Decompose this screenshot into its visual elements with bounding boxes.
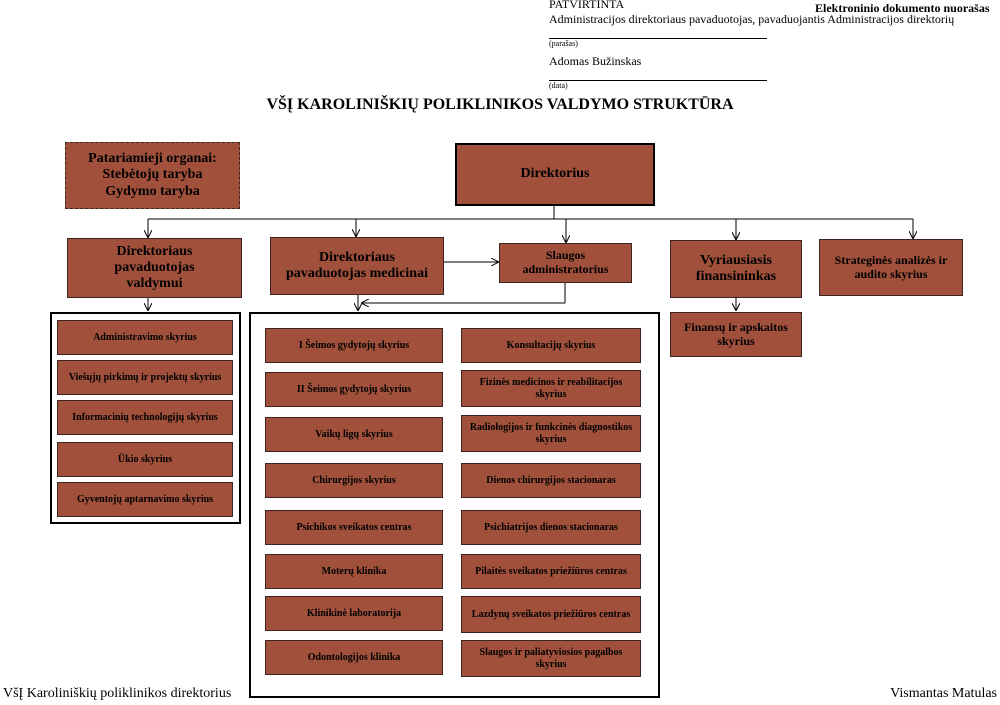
medical-department-label: Radiologijos ir funkcinės diagnostikos s… [469, 422, 633, 445]
medical-department-item: Dienos chirurgijos stacionaras [461, 463, 641, 498]
management-department-item: Ūkio skyrius [57, 442, 233, 477]
medical-department-label: Fizinės medicinos ir reabilitacijos skyr… [479, 377, 623, 400]
date-line [549, 80, 767, 81]
management-department-label: Gyventojų aptarnavimo skyrius [76, 493, 214, 505]
footer-signatory-name: Vismantas Matulas [890, 686, 997, 701]
medical-department-label: Lazdynų sveikatos priežiūros centras [471, 608, 631, 620]
medical-department-item: Pilaitės sveikatos priežiūros centras [461, 554, 641, 589]
deputy-medicine-box: Direktoriaus pavaduotojas medicinai [270, 237, 444, 295]
management-department-label: Administravimo skyrius [93, 331, 197, 343]
medical-department-label: Odontologijos klinika [307, 651, 401, 663]
deputy-management-box: Direktoriaus pavaduotojas valdymui [67, 238, 242, 298]
management-department-item: Viešųjų pirkimų ir projektų skyrius [57, 360, 233, 395]
advisory-medical-council: Gydymo taryba [105, 183, 200, 199]
finance-accounting-box: Finansų ir apskaitos skyrius [670, 312, 802, 357]
medical-department-label: I Šeimos gydytojų skyrius [298, 339, 410, 351]
deputy-management-label: Direktoriaus pavaduotojas valdymui [114, 243, 195, 292]
page-title: VŠĮ KAROLINIŠKIŲ POLIKLINIKOS VALDYMO ST… [266, 96, 734, 113]
medical-department-item: II Šeimos gydytojų skyrius [265, 372, 443, 407]
management-department-item: Informacinių technologijų skyrius [57, 400, 233, 435]
deputy-medicine-label: Direktoriaus pavaduotojas medicinai [286, 249, 428, 281]
approver-name: Adomas Bužinskas [549, 54, 642, 68]
chief-financier-box: Vyriausiasis finansininkas [670, 240, 802, 298]
medical-department-label: Dienos chirurgijos stacionaras [486, 474, 616, 486]
strategic-audit-box: Strateginės analizės ir audito skyrius [819, 239, 963, 296]
management-department-label: Informacinių technologijų skyrius [72, 411, 218, 423]
medical-department-item: Odontologijos klinika [265, 640, 443, 675]
date-caption: (data) [549, 81, 568, 90]
medical-department-label: Psichikos sveikatos centras [296, 521, 412, 533]
footer-signatory-title: VšĮ Karoliniškių poliklinikos direktoriu… [3, 686, 232, 701]
strategic-audit-label: Strateginės analizės ir audito skyrius [834, 252, 948, 281]
medical-department-label: Konsultacijų skyrius [506, 339, 596, 351]
medical-department-item: Lazdynų sveikatos priežiūros centras [461, 596, 641, 633]
advisory-title: Patariamieji organai: [88, 151, 217, 167]
medical-department-item: Psichiatrijos dienos stacionaras [461, 510, 641, 545]
medical-department-item: I Šeimos gydytojų skyrius [265, 328, 443, 363]
approved-label: PATVIRTINTA [549, 0, 625, 11]
medical-department-label: II Šeimos gydytojų skyrius [296, 383, 412, 395]
medical-department-item: Moterų klinika [265, 554, 443, 589]
management-department-item: Administravimo skyrius [57, 320, 233, 355]
signature-caption: (parašas) [549, 39, 578, 48]
management-department-label: Ūkio skyrius [117, 453, 173, 465]
medical-department-item: Konsultacijų skyrius [461, 328, 641, 363]
chief-financier-label: Vyriausiasis finansininkas [695, 252, 777, 284]
e-signature-note: Elektroninio dokumento nuorašas [815, 1, 990, 15]
director-box: Direktorius [455, 143, 655, 206]
finance-accounting-label: Finansų ir apskaitos skyrius [684, 319, 788, 348]
medical-department-label: Chirurgijos skyrius [312, 474, 396, 486]
medical-department-item: Klinikinė laboratorija [265, 596, 443, 631]
medical-department-item: Psichikos sveikatos centras [265, 510, 443, 545]
medical-department-item: Chirurgijos skyrius [265, 463, 443, 498]
medical-department-item: Slaugos ir paliatyviosios pagalbos skyri… [461, 640, 641, 677]
advisory-bodies-box: Patariamieji organai: Stebėtojų taryba G… [65, 142, 240, 209]
nursing-admin-label: Slaugos administratorius [522, 248, 609, 276]
medical-department-label: Moterų klinika [321, 565, 387, 577]
signature-line [549, 38, 767, 39]
medical-department-item: Radiologijos ir funkcinės diagnostikos s… [461, 415, 641, 452]
medical-department-label: Pilaitės sveikatos priežiūros centras [475, 565, 627, 577]
management-department-label: Viešųjų pirkimų ir projektų skyrius [68, 371, 222, 383]
approver-role: Administracijos direktoriaus pavaduotoja… [549, 12, 955, 26]
medical-department-item: Fizinės medicinos ir reabilitacijos skyr… [461, 370, 641, 407]
medical-department-label: Klinikinė laboratorija [306, 607, 402, 619]
medical-department-label: Vaikų ligų skyrius [315, 428, 393, 440]
medical-department-label: Psichiatrijos dienos stacionaras [484, 521, 618, 533]
medical-department-label: Slaugos ir paliatyviosios pagalbos skyri… [479, 647, 623, 670]
advisory-supervisory-council: Stebėtojų taryba [102, 167, 203, 183]
management-department-item: Gyventojų aptarnavimo skyrius [57, 482, 233, 517]
medical-department-item: Vaikų ligų skyrius [265, 417, 443, 452]
director-label: Direktorius [520, 166, 590, 182]
nursing-admin-box: Slaugos administratorius [499, 243, 632, 283]
